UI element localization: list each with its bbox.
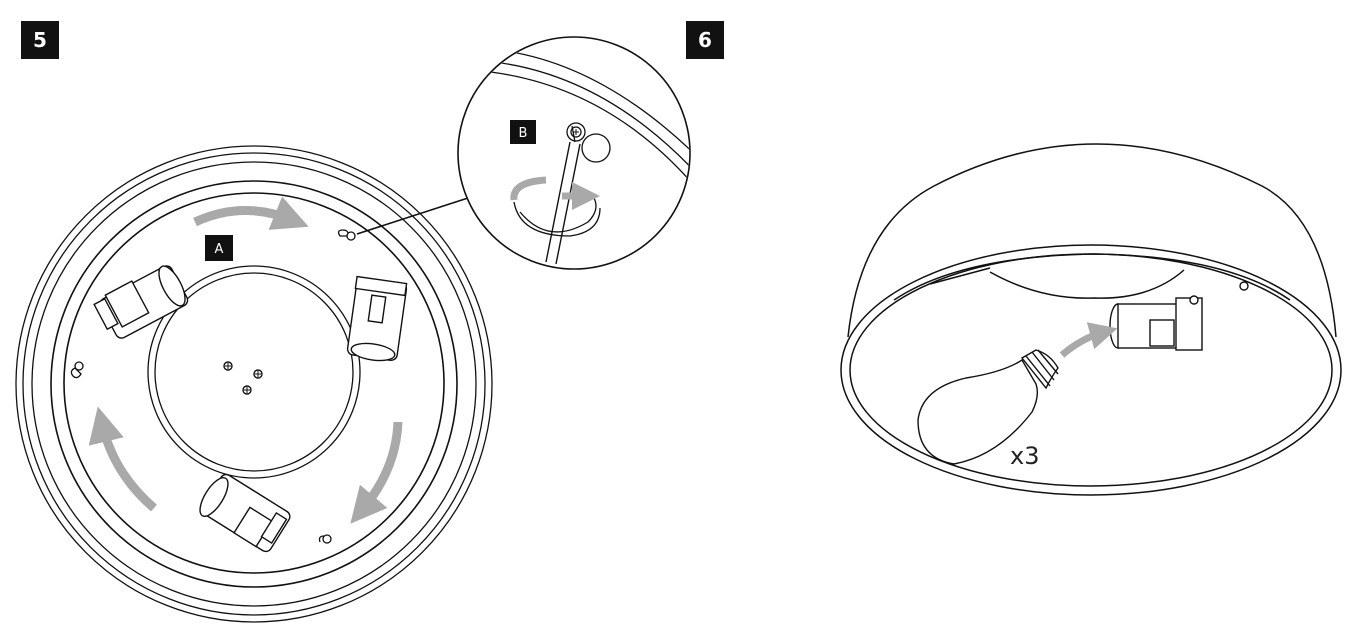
screwdriver-icon: [545, 125, 581, 265]
lamp-socket: [346, 275, 408, 362]
label-b-text: B: [519, 126, 528, 141]
screw-icon: [242, 385, 252, 395]
curved-arrow-icon: [510, 176, 601, 237]
quantity-label: x3: [1010, 442, 1039, 470]
label-a: A: [205, 235, 233, 261]
curved-arrow-icon: [88, 406, 157, 512]
plate-screws: [70, 229, 356, 544]
step-6-badge: 6: [686, 21, 724, 59]
center-screws: [223, 361, 263, 395]
screw-icon: [337, 229, 356, 241]
screw-icon: [318, 534, 332, 544]
light-bulb-icon: [917, 349, 1059, 465]
screw-icon: [570, 126, 582, 138]
screw-icon: [70, 361, 84, 379]
lamp-socket: [1109, 281, 1249, 351]
detail-leader-line: [356, 197, 469, 235]
step-5-badge: 5: [21, 21, 59, 59]
curved-arrow-icon: [350, 421, 403, 524]
lamp-socket: [199, 473, 291, 553]
screw-icon: [223, 361, 233, 371]
screw-icon: [253, 369, 263, 379]
lamp-socket: [93, 265, 189, 339]
curved-arrow-icon: [1059, 322, 1118, 358]
lamp-shade: [840, 143, 1342, 496]
label-a-text: A: [215, 242, 224, 257]
curved-arrow-icon: [193, 196, 309, 230]
ceiling-plate: [15, 145, 493, 623]
detail-zoom: B: [457, 36, 691, 270]
